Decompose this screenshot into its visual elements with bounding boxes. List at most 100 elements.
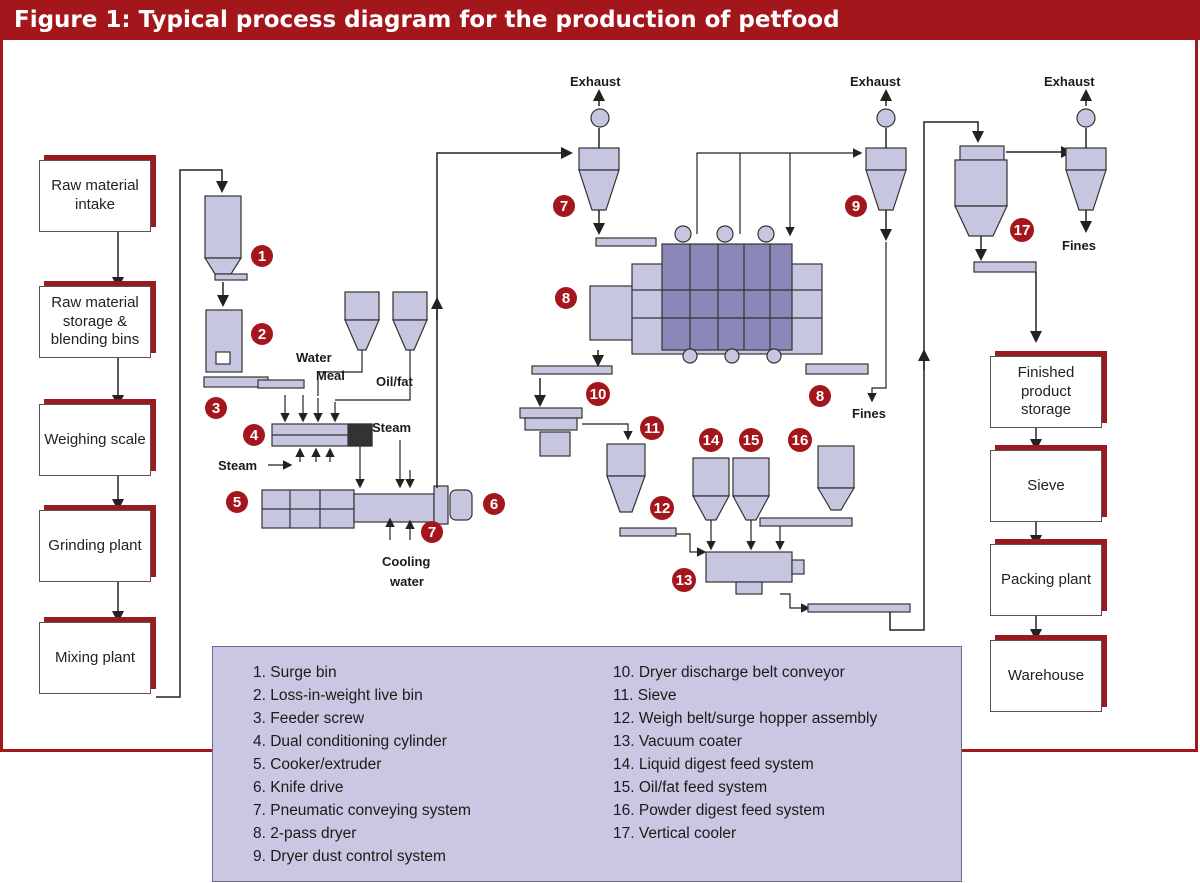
cooker-extruder bbox=[261, 485, 473, 529]
badge-4: 4 bbox=[243, 424, 265, 446]
svg-text:14: 14 bbox=[703, 432, 720, 449]
badge-2: 2 bbox=[251, 323, 273, 345]
svg-text:7: 7 bbox=[428, 524, 436, 541]
conditioning-cylinder bbox=[271, 423, 373, 447]
step-sieve: Sieve bbox=[990, 450, 1102, 522]
exhaust-label-c: Exhaust bbox=[1044, 74, 1095, 89]
svg-text:7: 7 bbox=[560, 198, 568, 215]
badge-14: 14 bbox=[699, 428, 723, 452]
mixing-to-surge-line bbox=[156, 169, 228, 698]
svg-text:4: 4 bbox=[250, 427, 259, 444]
sieve bbox=[519, 407, 583, 457]
step-raw-material-intake: Raw material intake bbox=[39, 160, 151, 232]
svg-text:13: 13 bbox=[676, 572, 693, 589]
legend-item: 3. Feeder screw bbox=[253, 710, 365, 727]
badge-9: 9 bbox=[845, 195, 867, 217]
badge-11: 11 bbox=[640, 416, 664, 440]
legend-item: 17. Vertical cooler bbox=[613, 825, 737, 842]
legend-item: 11. Sieve bbox=[613, 687, 677, 704]
meal-label: Meal bbox=[316, 368, 345, 383]
svg-text:16: 16 bbox=[792, 432, 809, 449]
badge-8a: 8 bbox=[555, 287, 577, 309]
legend-item: 1. Surge bin bbox=[253, 664, 337, 681]
svg-text:10: 10 bbox=[590, 386, 607, 403]
vertical-cooler bbox=[954, 145, 1037, 273]
water-label: Water bbox=[296, 350, 332, 365]
legend: 1. Surge bin 2. Loss-in-weight live bin … bbox=[212, 646, 962, 882]
legend-item: 7. Pneumatic conveying system bbox=[253, 802, 471, 819]
legend-item: 6. Knife drive bbox=[253, 779, 344, 796]
badge-7b: 7 bbox=[421, 521, 443, 543]
pneumatic-line bbox=[436, 147, 573, 488]
badge-6: 6 bbox=[483, 493, 505, 515]
badge-1: 1 bbox=[251, 245, 273, 267]
cooling-water-label: water bbox=[389, 574, 424, 589]
legend-item: 15. Oil/fat feed system bbox=[613, 779, 768, 796]
legend-column-right: 10. Dryer discharge belt conveyor 11. Si… bbox=[613, 661, 877, 845]
powder-digest-silo bbox=[759, 445, 856, 527]
legend-item: 16. Powder digest feed system bbox=[613, 802, 825, 819]
cyclone-b bbox=[865, 108, 907, 211]
step-packing-plant: Packing plant bbox=[990, 544, 1102, 616]
legend-item: 2. Loss-in-weight live bin bbox=[253, 687, 423, 704]
figure-title: Figure 1: Typical process diagram for th… bbox=[0, 0, 1200, 40]
legend-item: 5. Cooker/extruder bbox=[253, 756, 382, 773]
svg-text:6: 6 bbox=[490, 496, 498, 513]
oil-fat-label: Oil/fat bbox=[376, 374, 414, 389]
svg-text:2: 2 bbox=[258, 326, 266, 343]
legend-column-left: 1. Surge bin 2. Loss-in-weight live bin … bbox=[253, 661, 471, 868]
vacuum-coater bbox=[705, 551, 805, 595]
liquid-digest-silo bbox=[691, 457, 731, 521]
badge-13: 13 bbox=[672, 568, 696, 592]
step-warehouse: Warehouse bbox=[990, 640, 1102, 712]
step-grinding-plant: Grinding plant bbox=[39, 510, 151, 582]
svg-text:17: 17 bbox=[1014, 222, 1031, 239]
oil-fat-silo bbox=[392, 291, 428, 351]
meal-silo bbox=[344, 291, 380, 351]
step-mixing-plant: Mixing plant bbox=[39, 622, 151, 694]
oil-fat-feed-silo bbox=[731, 457, 771, 521]
svg-text:9: 9 bbox=[852, 198, 860, 215]
badge-10: 10 bbox=[586, 382, 610, 406]
legend-item: 9. Dryer dust control system bbox=[253, 848, 446, 865]
exhaust-label-a: Exhaust bbox=[570, 74, 621, 89]
fines-label-a: Fines bbox=[1062, 238, 1096, 253]
svg-text:15: 15 bbox=[743, 432, 760, 449]
step-weighing-scale: Weighing scale bbox=[39, 404, 151, 476]
step-raw-material-storage: Raw material storage & blending bins bbox=[39, 286, 151, 358]
cooling-label: Cooling bbox=[382, 554, 430, 569]
step-finished-product-storage: Finished product storage bbox=[990, 356, 1102, 428]
steam-label-b: Steam bbox=[218, 458, 257, 473]
legend-item: 14. Liquid digest feed system bbox=[613, 756, 814, 773]
badge-3: 3 bbox=[205, 397, 227, 419]
loss-in-weight-bin bbox=[203, 309, 269, 388]
svg-text:12: 12 bbox=[654, 500, 671, 517]
svg-text:1: 1 bbox=[258, 248, 266, 265]
badge-12: 12 bbox=[650, 496, 674, 520]
badge-16: 16 bbox=[788, 428, 812, 452]
svg-text:8: 8 bbox=[816, 388, 824, 405]
legend-item: 12. Weigh belt/surge hopper assembly bbox=[613, 710, 878, 727]
svg-text:11: 11 bbox=[644, 420, 660, 437]
badge-7a: 7 bbox=[553, 195, 575, 217]
cyclone-c bbox=[1065, 108, 1107, 211]
badge-8b: 8 bbox=[809, 385, 831, 407]
legend-item: 13. Vacuum coater bbox=[613, 733, 742, 750]
badge-17: 17 bbox=[1010, 218, 1034, 242]
feeder-screw bbox=[257, 379, 305, 389]
steam-label-a: Steam bbox=[372, 420, 411, 435]
legend-item: 8. 2-pass dryer bbox=[253, 825, 357, 842]
weigh-belt-hopper bbox=[606, 443, 677, 537]
fines-label-b: Fines bbox=[852, 406, 886, 421]
legend-item: 10. Dryer discharge belt conveyor bbox=[613, 664, 845, 681]
svg-text:3: 3 bbox=[212, 400, 220, 417]
dryer bbox=[589, 225, 823, 364]
badges: 1 2 3 4 5 6 7 7 8 8 9 10 11 12 13 14 15 … bbox=[205, 195, 1034, 592]
badge-15: 15 bbox=[739, 428, 763, 452]
badge-5: 5 bbox=[226, 491, 248, 513]
exhaust-label-b: Exhaust bbox=[850, 74, 901, 89]
svg-text:8: 8 bbox=[562, 290, 570, 307]
surge-bin bbox=[203, 195, 248, 281]
legend-item: 4. Dual conditioning cylinder bbox=[253, 733, 447, 750]
